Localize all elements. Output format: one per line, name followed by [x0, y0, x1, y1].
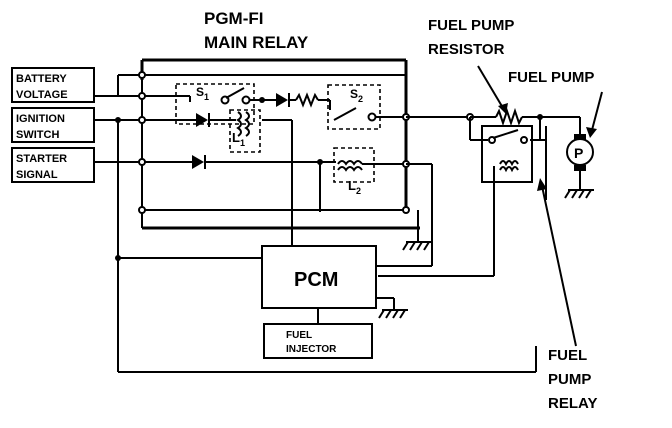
- fuel-pump-relay-coil: [378, 160, 519, 277]
- main-relay-title-line1: PGM-FI: [204, 9, 264, 28]
- ignition-to-pcm-wire: [262, 119, 293, 200]
- fuel-injector-label-line1: FUEL: [286, 330, 312, 341]
- main-relay-title-line2: MAIN RELAY: [204, 33, 309, 52]
- fuel-pump-relay-switch: [488, 129, 528, 144]
- fuel-pump-motor: [564, 117, 594, 199]
- s1-label: S1: [196, 85, 209, 102]
- fuel-injector-box: [263, 323, 373, 359]
- s1-diode-resistor: [259, 92, 331, 110]
- pump-symbol-label: P: [574, 145, 583, 161]
- pcm-wiring: [115, 200, 432, 324]
- fuel-pump-resistor-label-line2: RESISTOR: [428, 41, 505, 58]
- l1-coil-box: [229, 109, 261, 153]
- bottom-return-wire: [118, 182, 547, 373]
- starter-signal-label-line2: SIGNAL: [16, 169, 58, 181]
- relay-pointer-arrow: [537, 178, 577, 347]
- starter-signal-label-line1: STARTER: [16, 153, 67, 165]
- battery-voltage-label-line1: BATTERY: [16, 73, 67, 85]
- fuel-pump-relay-label-line3: RELAY: [548, 395, 597, 412]
- fuel-pump-resistor-label-line1: FUEL PUMP: [428, 17, 514, 34]
- ignition-switch-box: [11, 107, 95, 143]
- relay-output-wire: [138, 71, 474, 266]
- s1-switch-box: [175, 83, 255, 125]
- main-relay-housing: [118, 58, 420, 230]
- starter-signal-wire: [94, 155, 336, 212]
- fuel-pump-relay-label-line1: FUEL: [548, 347, 587, 364]
- resistor-pointer-arrow: [477, 65, 508, 114]
- battery-voltage-box: [11, 67, 95, 103]
- l1-coil: [236, 111, 250, 137]
- l2-label: L2: [348, 178, 361, 196]
- l2-coil: [337, 160, 406, 172]
- relay-ground-symbol: [402, 228, 432, 251]
- pcm-label: PCM: [294, 269, 338, 291]
- fuel-pump-label: FUEL PUMP: [508, 69, 594, 86]
- fuel-pump-relay-box: [481, 125, 533, 183]
- s2-switch-box: [327, 84, 381, 130]
- fuel-pump-relay-label-line2: PUMP: [548, 371, 591, 388]
- ignition-switch-label-line1: IGNITION: [16, 113, 65, 125]
- starter-signal-box: [11, 147, 95, 183]
- ignition-switch-label-line2: SWITCH: [16, 129, 59, 141]
- s2-switch: [333, 107, 406, 122]
- ignition-switch-wire: [94, 113, 236, 372]
- fuel-injector-label-line2: INJECTOR: [286, 344, 337, 355]
- fuel-pump-pointer-arrow: [586, 91, 603, 138]
- s1-switch: [220, 87, 264, 105]
- s2-label: S2: [350, 87, 363, 104]
- l1-label: L1: [232, 130, 245, 148]
- relay-right-wire: [540, 126, 547, 182]
- battery-voltage-label-line2: VOLTAGE: [16, 89, 68, 101]
